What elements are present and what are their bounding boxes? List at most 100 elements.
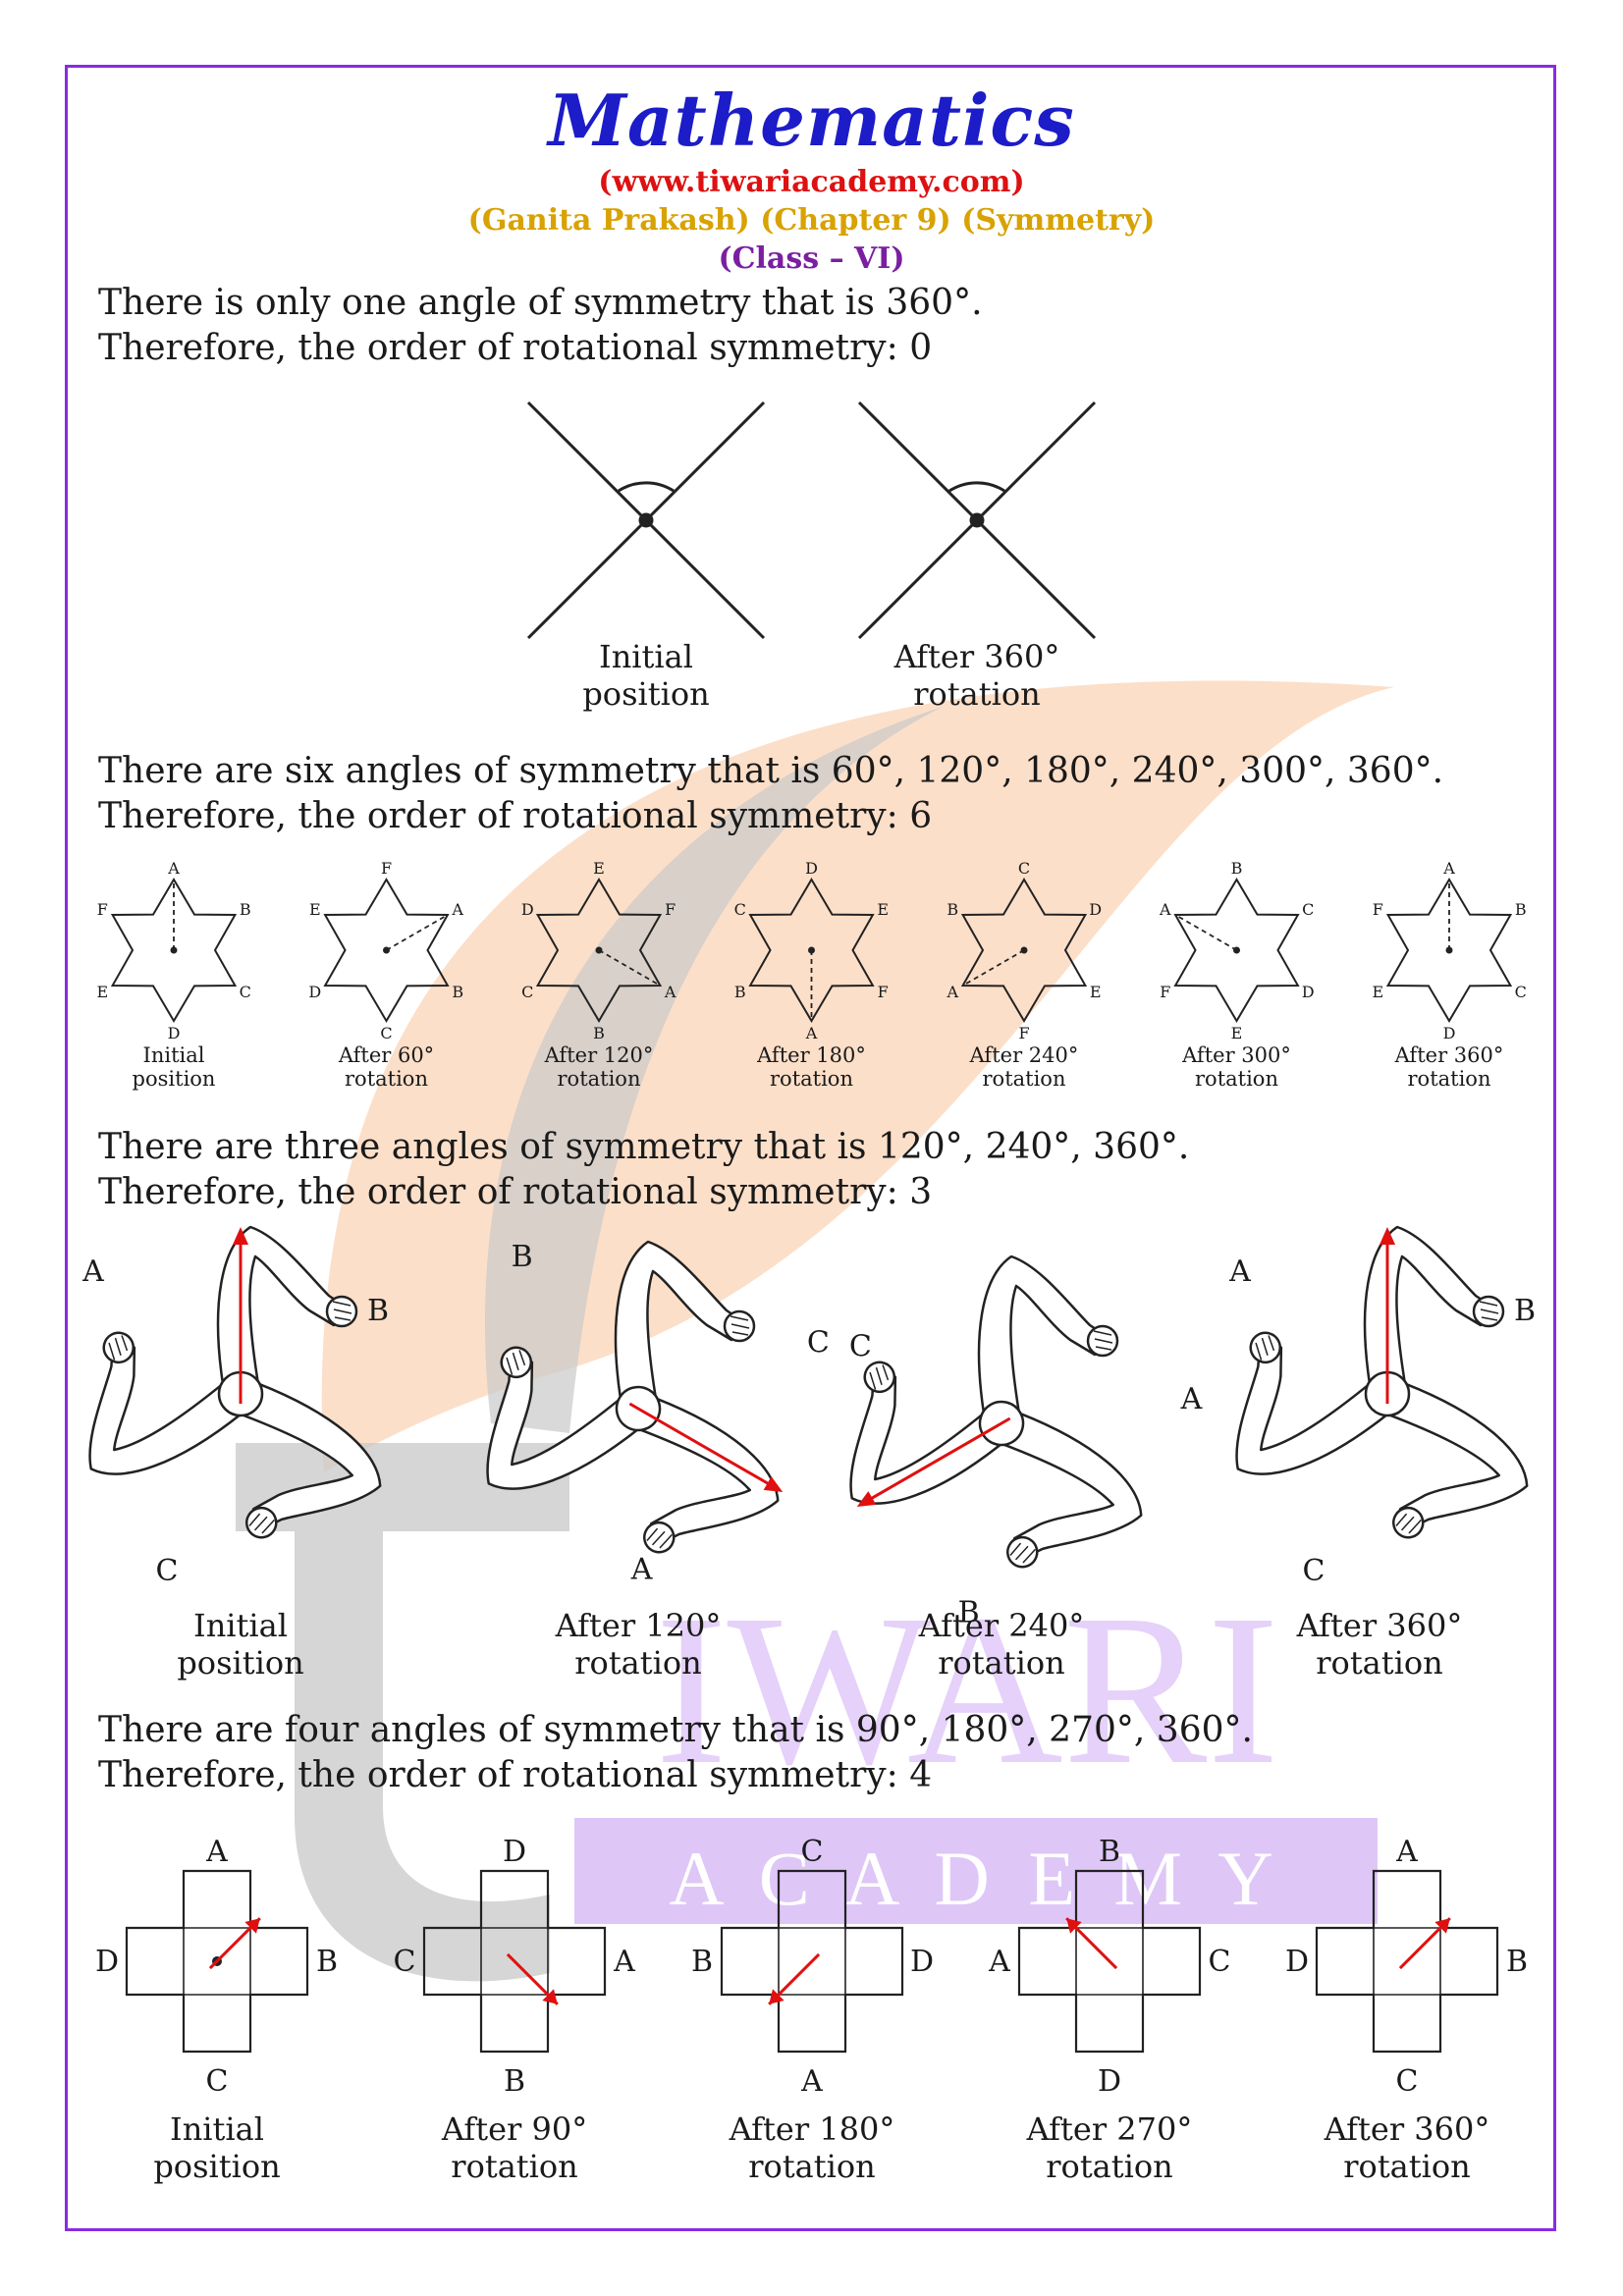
cross-3 <box>1017 1869 1202 2054</box>
triskelion-2-label: A <box>1180 1382 1203 1416</box>
cross-1 <box>422 1869 607 2054</box>
star-6-vertex-label: D <box>1443 1024 1456 1042</box>
star-5-vertex-label: C <box>1302 900 1314 919</box>
triskelion-1-label: C <box>807 1326 830 1361</box>
star-0-vertex-label: B <box>240 900 251 919</box>
triskelion-3-caption: After 360°rotation <box>1296 1607 1463 1682</box>
cross-2-label-top: C <box>801 1835 824 1869</box>
star-5-vertex-label: A <box>1159 900 1171 919</box>
star-0-vertex-label: F <box>97 900 108 919</box>
star-4-vertex-label: A <box>947 983 959 1001</box>
cross-2 <box>720 1869 904 2054</box>
cross-3-label-bottom: D <box>1098 2064 1121 2099</box>
cross-4-caption: After 360°rotation <box>1324 2110 1490 2185</box>
star-6-vertex-label: F <box>1373 900 1383 919</box>
star-5-vertex-label: F <box>1160 983 1170 1001</box>
page-border <box>65 65 1556 2231</box>
cross-2-label-bottom: A <box>800 2064 823 2099</box>
cross-3-label-left: A <box>988 1945 1010 1979</box>
website-line[interactable]: (www.tiwariacademy.com) <box>598 165 1025 199</box>
star-1-vertex-label: C <box>380 1024 392 1042</box>
triskelion-3-label: A <box>1228 1255 1251 1289</box>
triskelion-3-label: B <box>1514 1294 1536 1328</box>
book-chapter-line: (Ganita Prakash) (Chapter 9) (Symmetry) <box>467 203 1156 238</box>
triskelion-1-label: B <box>512 1240 533 1274</box>
cross-0-label-top: A <box>205 1835 228 1869</box>
triskelion-2-label: C <box>849 1329 872 1363</box>
star-4-vertex-label: B <box>947 900 958 919</box>
star-1-vertex-label: E <box>309 900 321 919</box>
triskelion-0-label: C <box>156 1554 179 1588</box>
class-line: (Class – VI) <box>718 241 905 276</box>
section1-line1: There is only one angle of symmetry that… <box>98 283 983 323</box>
star-2-vertex-label: C <box>521 983 533 1001</box>
star-1-vertex-label: D <box>308 983 321 1001</box>
star-4-vertex-label: E <box>1090 983 1102 1001</box>
star-0-vertex-label: C <box>240 983 251 1001</box>
star-4-vertex-label: C <box>1018 859 1030 878</box>
star-4-vertex-label: D <box>1089 900 1102 919</box>
star-0-vertex-label: A <box>167 859 180 878</box>
star-3-vertex-label: E <box>877 900 889 919</box>
cross-3-label-right: C <box>1209 1945 1231 1979</box>
cross-3-caption: After 270°rotation <box>1026 2110 1193 2185</box>
cross-1-label-top: D <box>503 1835 526 1869</box>
section1-line2: Therefore, the order of rotational symme… <box>98 328 933 368</box>
star-6-vertex-label: C <box>1515 983 1527 1001</box>
section2-line2: Therefore, the order of rotational symme… <box>98 796 933 836</box>
cross-2-label-right: D <box>910 1945 934 1979</box>
triskelion-2-label: B <box>958 1595 980 1629</box>
triskelion-2-caption: After 240°rotation <box>918 1607 1085 1682</box>
star-1 <box>323 878 450 1023</box>
triskelion-2 <box>849 1255 1143 1569</box>
star-5-vertex-label: B <box>1231 859 1243 878</box>
star-6-vertex-label: B <box>1515 900 1527 919</box>
cross-1-caption: After 90°rotation <box>441 2110 588 2185</box>
section1-text: There is only one angle of symmetry that… <box>98 281 983 371</box>
star-2-vertex-label: A <box>664 983 676 1001</box>
star-2-vertex-label: F <box>665 900 676 919</box>
star-6-vertex-label: E <box>1372 983 1383 1001</box>
star-3-vertex-label: D <box>805 859 818 878</box>
star-1-caption: After 60°rotation <box>338 1043 435 1091</box>
section3-line1: There are three angles of symmetry that … <box>98 1127 1190 1167</box>
triskelion-0-label: B <box>367 1294 389 1328</box>
cross-4 <box>1315 1869 1499 2054</box>
star-2 <box>535 878 663 1023</box>
star-4-vertex-label: F <box>1018 1024 1029 1042</box>
star-3-vertex-label: A <box>805 1024 818 1042</box>
star-3-vertex-label: B <box>734 983 746 1001</box>
star-3 <box>748 878 875 1023</box>
section4-line2: Therefore, the order of rotational symme… <box>98 1755 933 1795</box>
cross-3-label-top: B <box>1099 1835 1120 1869</box>
star-0-vertex-label: D <box>168 1024 181 1042</box>
star-0-vertex-label: E <box>96 983 108 1001</box>
section2-text: There are six angles of symmetry that is… <box>98 749 1443 839</box>
cross-0 <box>125 1869 309 2054</box>
cross-2-label-left: B <box>691 1945 713 1979</box>
star-2-vertex-label: D <box>521 900 534 919</box>
star-6-vertex-label: A <box>1442 859 1455 878</box>
star-5-vertex-label: E <box>1231 1024 1243 1042</box>
section4-line1: There are four angles of symmetry that i… <box>98 1710 1253 1750</box>
star-1-vertex-label: F <box>381 859 392 878</box>
star-4-caption: After 240°rotation <box>969 1043 1079 1091</box>
cross-4-label-top: A <box>1395 1835 1418 1869</box>
star-6-caption: After 360°rotation <box>1394 1043 1504 1091</box>
cross-1-label-left: C <box>394 1945 416 1979</box>
cross-1-label-right: A <box>613 1945 635 1979</box>
section3-line2: Therefore, the order of rotational symme… <box>98 1172 933 1212</box>
section2-line1: There are six angles of symmetry that is… <box>98 751 1444 791</box>
star-1-vertex-label: A <box>451 900 463 919</box>
star-3-vertex-label: C <box>734 900 746 919</box>
triskelion-1 <box>486 1240 784 1554</box>
cross-1-label-bottom: B <box>504 2064 525 2099</box>
x-shape-initial <box>526 400 766 640</box>
triskelion-1-label: A <box>630 1553 653 1587</box>
